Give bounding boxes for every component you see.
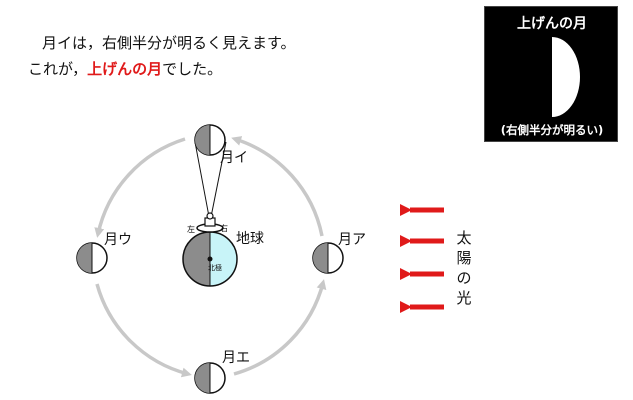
first-quarter-moon-panel: 上げんの月 (右側半分が明るい)	[484, 6, 618, 142]
sunlight-char: 陽	[456, 249, 472, 267]
sunlight-char: の	[456, 269, 472, 287]
moon-u-icon	[76, 242, 108, 274]
explanation-line-2: これが，上げんの月でした。	[28, 58, 222, 79]
line2-after: でした。	[162, 60, 223, 78]
moon-u-label: 月ウ	[104, 232, 132, 248]
moon-i-icon	[194, 124, 226, 156]
sunlight-char: 太	[456, 229, 472, 247]
moon-i-label: 月イ	[220, 150, 248, 166]
panel-title: 上げんの月	[517, 16, 587, 32]
explanation-line-1: 月イは，右側半分が明るく見えます。	[42, 34, 296, 52]
sunlight-arrows	[400, 204, 444, 313]
sunlight-char: 光	[456, 289, 472, 307]
moon-a-icon	[312, 242, 344, 274]
moon-a-label: 月ア	[338, 232, 366, 248]
observer-right-label: 右	[220, 223, 228, 233]
line2-before: これが，	[28, 60, 88, 78]
earth-icon	[182, 231, 238, 287]
half-moon-icon	[552, 37, 580, 117]
moon-e-label: 月エ	[222, 350, 250, 366]
orbit-arc-a-to-i	[231, 136, 324, 237]
line-of-sight	[194, 141, 227, 223]
earth-label: 地球	[236, 231, 264, 247]
sunlight-label: 太 陽 の 光	[455, 228, 473, 308]
orbit-arc-e-to-a	[233, 279, 327, 376]
orbit-arc-i-to-u	[94, 137, 186, 238]
orbit-arrows	[94, 136, 327, 378]
moon-e-icon	[194, 362, 226, 394]
orbit-arc-u-to-e	[95, 283, 192, 378]
observer-left-label: 左	[187, 224, 195, 234]
observer-icon	[196, 212, 224, 233]
first-quarter-moon-highlight: 上げんの月	[87, 60, 163, 78]
panel-caption: (右側半分が明るい)	[500, 123, 604, 137]
north-pole-label: 北極	[208, 263, 222, 272]
